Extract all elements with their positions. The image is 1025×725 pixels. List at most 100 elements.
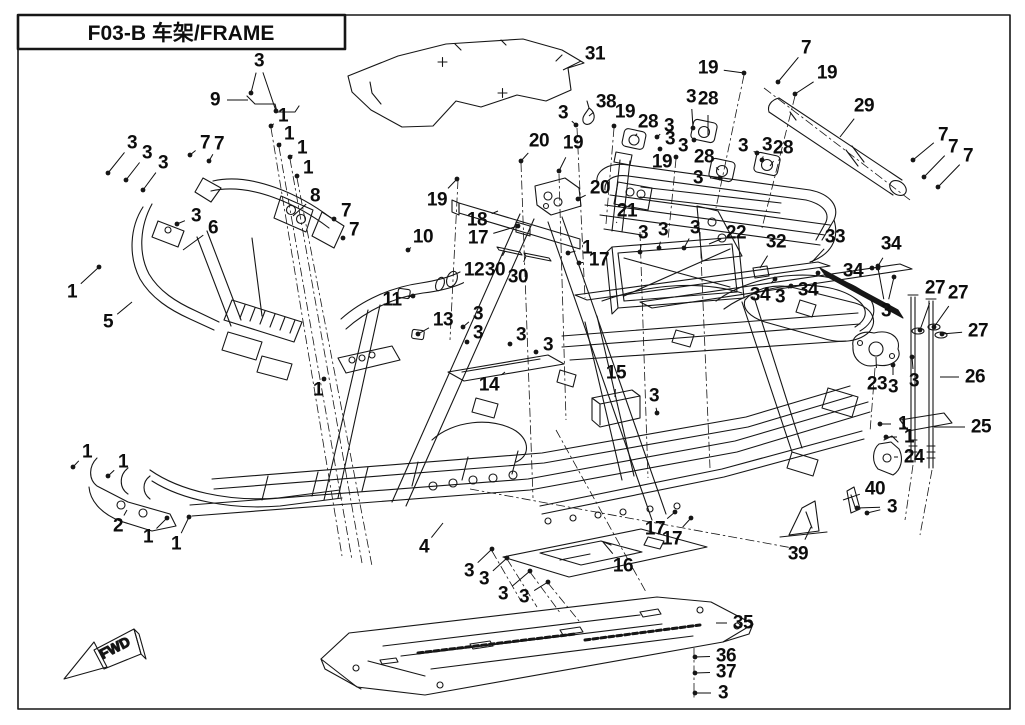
fastener-dot — [248, 90, 254, 96]
leader-line — [856, 506, 881, 509]
title-box — [16, 13, 347, 51]
part-22-tray — [605, 236, 745, 315]
part-number-callout: 30 — [485, 260, 505, 281]
leader-line — [933, 305, 950, 328]
leader-line — [511, 570, 531, 587]
part-number-callout: 3 — [762, 135, 772, 156]
part-number-callout: 3 — [693, 168, 703, 189]
part-number-callout: 7 — [214, 134, 224, 155]
leader-line — [694, 672, 711, 674]
leader-line — [80, 266, 100, 285]
fastener-dot — [681, 245, 687, 251]
part-number-callout: 34 — [843, 261, 864, 282]
leader-line — [533, 581, 549, 592]
part-number-callout: 3 — [690, 218, 700, 239]
fwd-label: FWD — [97, 633, 133, 662]
part-number-callout: 3 — [158, 153, 168, 174]
fastener-dot — [460, 324, 466, 330]
part-number-callout: 24 — [904, 447, 925, 468]
part-number-callout: 27 — [968, 321, 988, 342]
fastener-dot — [611, 123, 617, 129]
fastener-dot — [741, 70, 747, 76]
leader-line — [125, 162, 140, 181]
fastener-dot — [637, 249, 643, 255]
part-number-callout: 31 — [585, 44, 606, 65]
part-number-callout: 3 — [686, 87, 696, 108]
part-number-callout: 3 — [191, 206, 201, 227]
leader-line — [888, 276, 895, 300]
leader-line — [493, 225, 519, 234]
fastener-dot — [691, 137, 697, 143]
part-number-callout: 19 — [698, 58, 718, 79]
fastener-dot — [70, 464, 76, 470]
part-number-callout: 3 — [479, 569, 489, 590]
leader-line — [491, 210, 499, 215]
leader-line — [588, 111, 594, 117]
part-23-flange — [852, 331, 900, 367]
fastener-dot — [788, 283, 794, 289]
fastener-dot — [507, 341, 513, 347]
part-number-callout: 1 — [284, 124, 295, 145]
fastener-dot — [909, 354, 915, 360]
part-number-callout: 11 — [382, 290, 402, 311]
part-31-top-panel — [347, 38, 585, 128]
fastener-dot — [331, 216, 337, 222]
part-number-callout: 17 — [468, 228, 488, 249]
part-number-callout: 34 — [798, 280, 819, 301]
part-number-callout: 27 — [925, 278, 945, 299]
part-number-callout: 39 — [788, 544, 808, 565]
part-number-callout: 3 — [519, 587, 529, 608]
fastener-dot — [772, 276, 778, 282]
leader-line — [877, 267, 885, 300]
part-number-callout: 3 — [718, 683, 728, 704]
leader-line — [492, 557, 508, 572]
leader-line — [615, 221, 618, 224]
fastener-dot — [294, 173, 300, 179]
fastener-dot — [939, 331, 945, 337]
fastener-dot — [187, 152, 193, 158]
fastener-dot — [268, 123, 274, 129]
fastener-dot — [692, 654, 698, 660]
fastener-dot — [518, 158, 524, 164]
part-number-callout: 1 — [313, 380, 324, 401]
fastener-dot — [759, 157, 765, 163]
fastener-dot — [864, 510, 870, 516]
fastener-dot — [565, 250, 571, 256]
part-number-callout: 15 — [606, 363, 627, 384]
part-number-callout: 3 — [516, 325, 526, 346]
fastener-dot — [174, 221, 180, 227]
part-number-callout: 7 — [938, 125, 948, 146]
part-number-callout: 3 — [678, 136, 688, 157]
page-border — [16, 13, 1011, 710]
part-number-callout: 7 — [349, 220, 359, 241]
fastener-dot — [890, 362, 896, 368]
leader-line — [759, 255, 769, 269]
part-number-callout: 34 — [881, 234, 902, 255]
part-number-callout: 19 — [427, 190, 447, 211]
part-number-callout: 5 — [103, 312, 114, 333]
part-number-callout: 1 — [82, 442, 93, 463]
leader-line — [811, 248, 825, 263]
part-number-callout: 19 — [817, 63, 837, 84]
fastener-dot — [877, 421, 883, 427]
leader-line — [462, 281, 465, 284]
leader-line — [919, 302, 931, 331]
part-number-callout: 9 — [210, 90, 220, 111]
part-number-callout: 3 — [887, 497, 897, 518]
fastener-dot — [692, 690, 698, 696]
part-number-callout: 12 — [464, 260, 484, 281]
fastener-dot — [883, 434, 889, 440]
leader-line — [292, 203, 307, 217]
centerlines — [270, 74, 933, 700]
fastener-dot — [454, 176, 460, 182]
part-number-callout: 28 — [773, 138, 793, 159]
part-number-callout: 19 — [563, 133, 583, 154]
part-number-callout: 29 — [854, 96, 874, 117]
part-number-callout: 30 — [508, 267, 528, 288]
leader-line — [941, 331, 963, 335]
fastener-dot — [792, 91, 798, 97]
fastener-dot — [931, 324, 937, 330]
fastener-dot — [504, 555, 510, 561]
fastener-dot — [815, 270, 821, 276]
part-number-callout: 28 — [694, 147, 714, 168]
